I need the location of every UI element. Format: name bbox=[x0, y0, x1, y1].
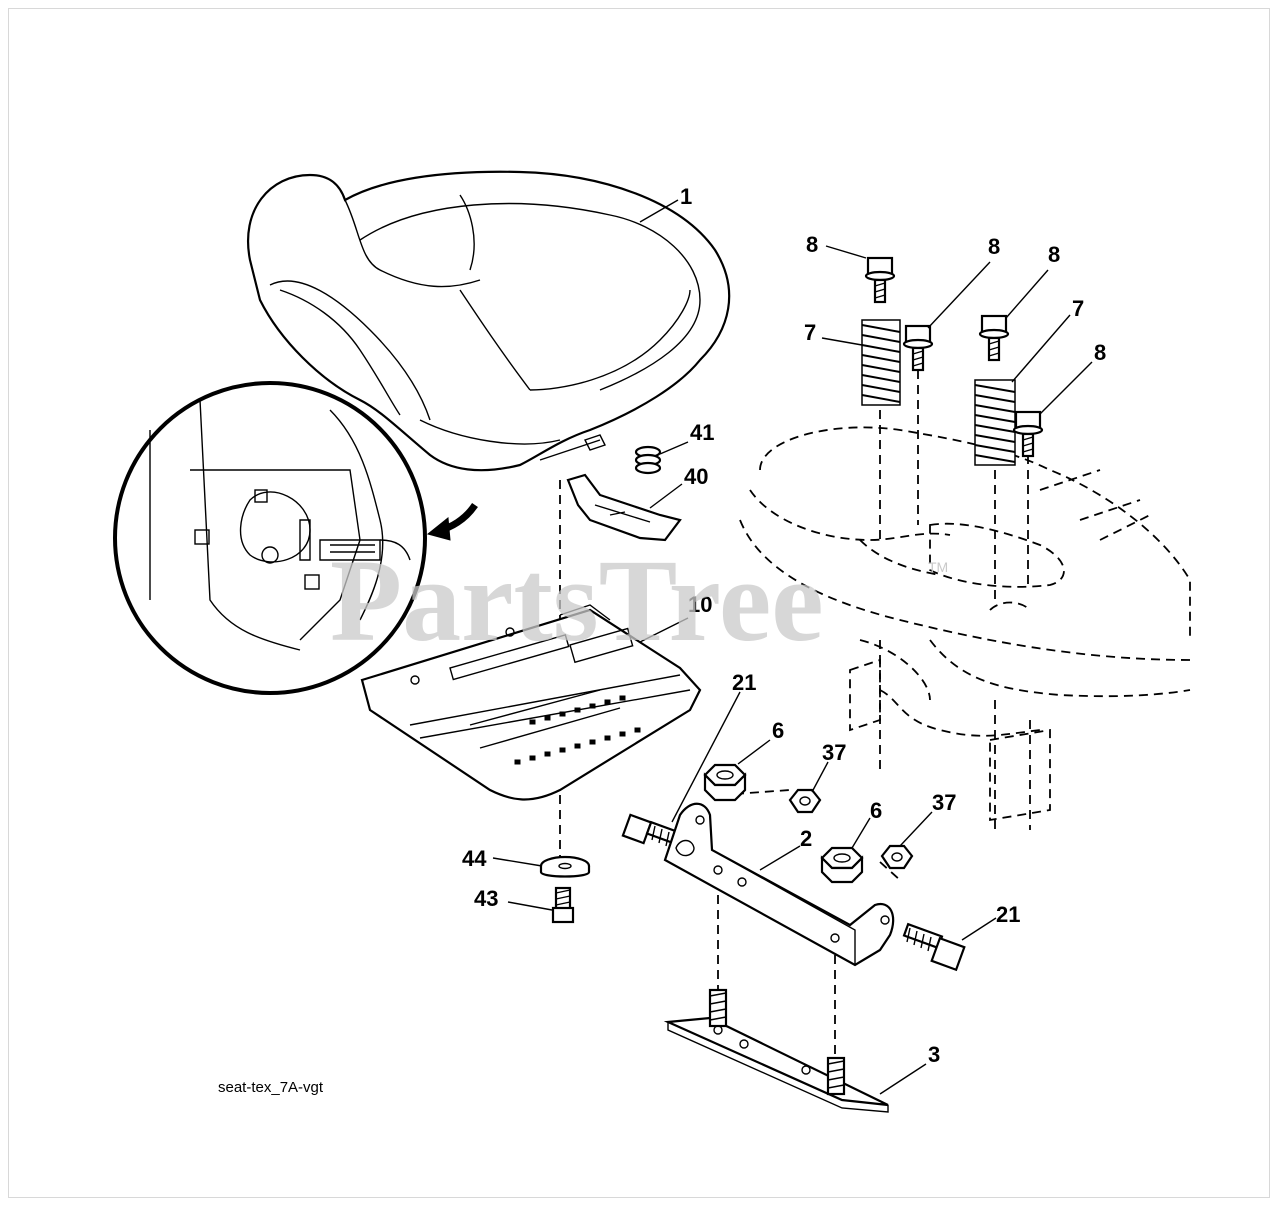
mounting-plate bbox=[663, 988, 889, 1113]
detail-arrow bbox=[426, 502, 478, 541]
callout-locknut-left: 37 bbox=[822, 740, 846, 765]
callout-clip: 40 bbox=[684, 464, 708, 489]
seat-pan bbox=[360, 604, 702, 801]
bolt-a bbox=[864, 256, 896, 304]
washer bbox=[539, 855, 591, 878]
callout-bracket: 2 bbox=[800, 826, 812, 851]
callout-washer: 44 bbox=[462, 846, 487, 871]
callout-spring-right: 7 bbox=[1072, 296, 1084, 321]
alignment-lines bbox=[559, 370, 1029, 1060]
callout-nut-right: 6 bbox=[870, 798, 882, 823]
callout-labels: 1 8 8 8 8 7 7 41 40 10 21 6 37 6 37 2 44… bbox=[462, 184, 1106, 1067]
callout-bolt-left: 21 bbox=[732, 670, 756, 695]
seat-bracket bbox=[663, 802, 895, 967]
callout-screw: 43 bbox=[474, 886, 498, 911]
callout-plate: 3 bbox=[928, 1042, 940, 1067]
locknut-right bbox=[880, 844, 914, 870]
callout-locknut-right: 37 bbox=[932, 790, 956, 815]
bolt-d bbox=[1012, 410, 1044, 458]
nut-left bbox=[703, 763, 747, 802]
spring-right bbox=[974, 379, 1016, 466]
small-spring bbox=[634, 445, 662, 475]
locknut-left bbox=[788, 788, 822, 814]
callout-spring-left: 7 bbox=[804, 320, 816, 345]
screw bbox=[551, 886, 575, 924]
callout-bolt-right: 21 bbox=[996, 902, 1020, 927]
callout-bolt-c: 8 bbox=[1048, 242, 1060, 267]
nut-right bbox=[820, 846, 864, 884]
seat-switch-clip bbox=[566, 473, 682, 542]
bolt-right bbox=[902, 922, 966, 972]
leader-lines bbox=[492, 199, 1093, 1095]
seat-pan-slots bbox=[514, 695, 641, 765]
tractor-frame-outline bbox=[739, 426, 1191, 830]
bolt-c bbox=[978, 314, 1010, 362]
spring-left bbox=[861, 319, 901, 406]
callout-seat-pan: 10 bbox=[688, 592, 712, 617]
callout-bolt-a: 8 bbox=[806, 232, 818, 257]
watermark-trademark: TM bbox=[928, 559, 948, 575]
diagram-frame bbox=[8, 8, 1270, 1198]
callout-bolt-d: 8 bbox=[1094, 340, 1106, 365]
figure-code: seat-tex_7A-vgt bbox=[218, 1079, 324, 1096]
callout-seat: 1 bbox=[680, 184, 692, 209]
detail-view bbox=[113, 381, 427, 695]
callout-bolt-b: 8 bbox=[988, 234, 1000, 259]
watermark-text: PartsTree bbox=[330, 535, 824, 666]
callout-nut-left: 6 bbox=[772, 718, 784, 743]
bolt-b bbox=[902, 324, 934, 372]
seat bbox=[247, 170, 731, 472]
watermark: PartsTree TM bbox=[330, 535, 948, 666]
callout-small-spring: 41 bbox=[690, 420, 714, 445]
